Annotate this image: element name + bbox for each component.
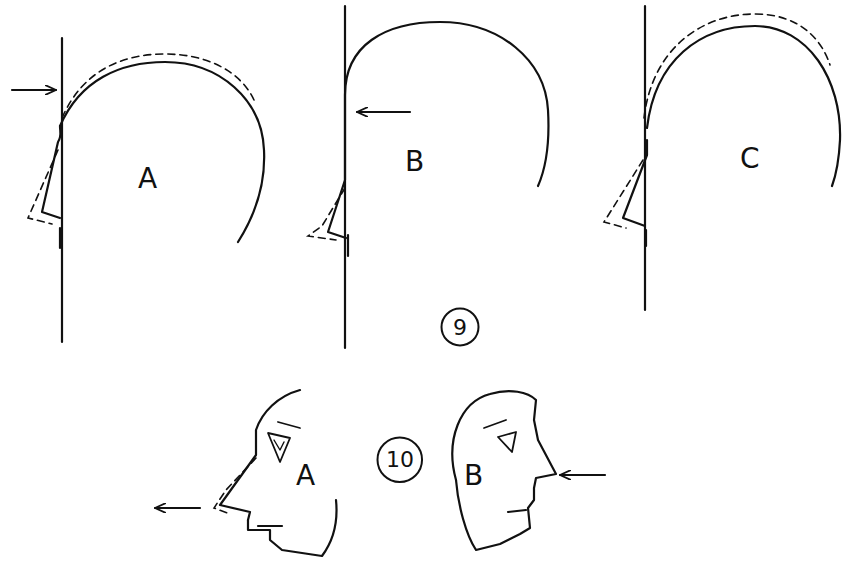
callout-number: 10 (386, 447, 414, 472)
callout-circle: 10 (376, 436, 424, 484)
view-letter: B (464, 462, 483, 490)
view-letter: A (138, 165, 157, 193)
view-letter: C (740, 145, 760, 173)
callout-circle: 9 (440, 307, 480, 347)
callout-number: 9 (453, 315, 467, 340)
view-letter: B (405, 148, 424, 176)
view-letter: A (296, 462, 315, 490)
